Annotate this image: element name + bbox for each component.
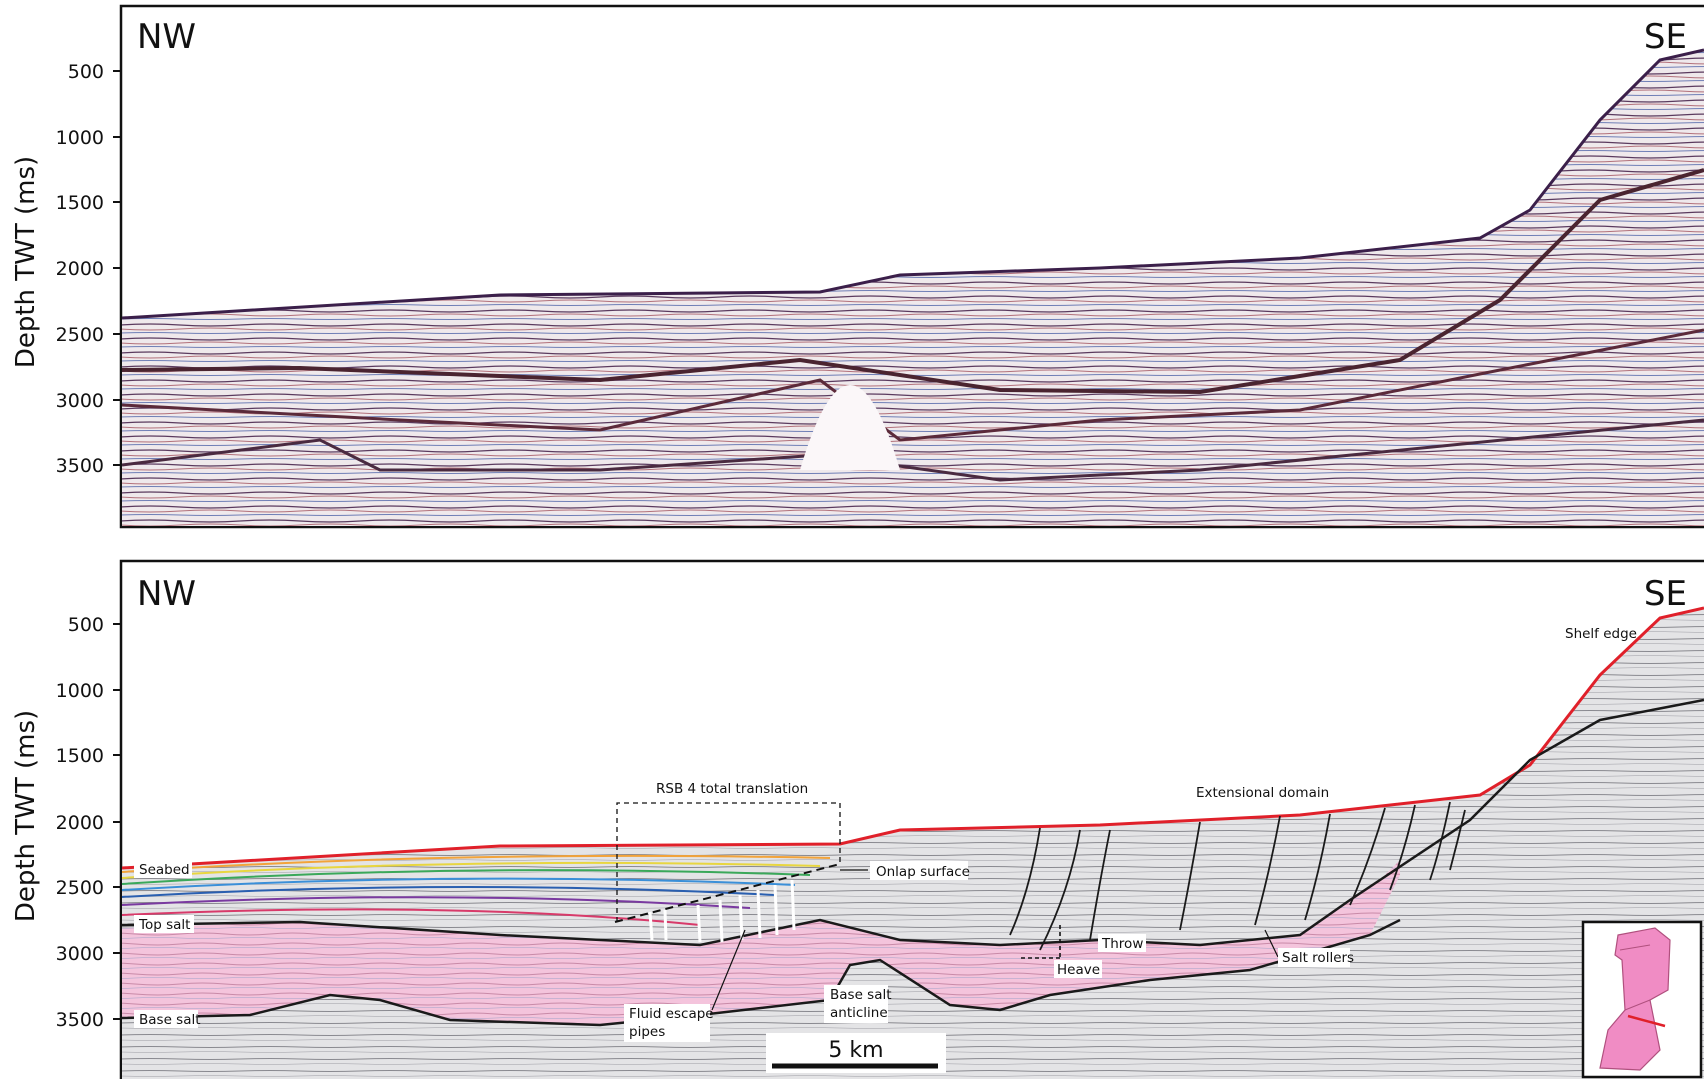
label-fluid-line1: Fluid escape xyxy=(629,1006,714,1022)
y-axis-ticks: 500 1000 1500 2000 2500 3000 3500 xyxy=(56,614,121,1031)
y-tick-label: 2000 xyxy=(56,812,104,834)
scale-bar-label: 5 km xyxy=(828,1038,883,1063)
y-tick-label: 2500 xyxy=(56,877,104,899)
label-top-salt: Top salt xyxy=(134,915,194,933)
label-onlap-text: Onlap surface xyxy=(876,864,970,880)
y-tick-label: 2500 xyxy=(56,324,104,346)
y-tick-label: 1000 xyxy=(56,680,104,702)
y-tick-label: 3500 xyxy=(56,455,104,477)
y-axis-title: Depth TWT (ms) xyxy=(11,156,41,368)
nw-label: NW xyxy=(137,17,196,57)
scale-bar: 5 km xyxy=(766,1033,946,1073)
y-tick-label: 500 xyxy=(68,614,104,636)
y-tick-label: 500 xyxy=(68,61,104,83)
y-tick-label: 2000 xyxy=(56,258,104,280)
se-label: SE xyxy=(1644,574,1687,614)
label-rsb4: RSB 4 total translation xyxy=(656,781,808,797)
label-fluid-line2: pipes xyxy=(629,1024,665,1040)
label-anticline-line2: anticline xyxy=(830,1005,888,1021)
label-base-salt-text: Base salt xyxy=(139,1012,201,1028)
label-onlap-surface: Onlap surface xyxy=(870,861,970,880)
label-heave-text: Heave xyxy=(1057,962,1100,978)
nw-label: NW xyxy=(137,574,196,614)
y-tick-label: 1500 xyxy=(56,192,104,214)
y-axis-title: Depth TWT (ms) xyxy=(11,710,41,922)
label-shelf-edge: Shelf edge xyxy=(1565,626,1637,642)
inset-location-map xyxy=(1583,922,1701,1077)
y-tick-label: 1500 xyxy=(56,745,104,767)
label-heave: Heave xyxy=(1054,960,1102,978)
label-salt-rollers: Salt rollers xyxy=(1278,948,1354,967)
label-extensional-domain: Extensional domain xyxy=(1196,785,1329,801)
label-base-salt: Base salt xyxy=(134,1010,201,1028)
se-label: SE xyxy=(1644,17,1687,57)
label-seabed: Seabed xyxy=(134,860,192,878)
panel-uninterpreted: NW SE Depth TWT (ms) 500 1000 1500 2000 … xyxy=(11,6,1704,527)
panel-interpreted: Seabed Top salt Base salt Shelf edge RSB… xyxy=(11,561,1704,1079)
label-top-salt-text: Top salt xyxy=(138,917,190,933)
y-axis-ticks: 500 1000 1500 2000 2500 3000 3500 xyxy=(56,61,121,477)
y-tick-label: 3000 xyxy=(56,943,104,965)
y-tick-label: 1000 xyxy=(56,127,104,149)
y-tick-label: 3500 xyxy=(56,1009,104,1031)
label-throw-text: Throw xyxy=(1101,936,1143,952)
label-seabed-text: Seabed xyxy=(139,862,190,878)
label-base-salt-anticline: Base salt anticline xyxy=(824,985,892,1023)
label-throw: Throw xyxy=(1098,934,1146,952)
y-tick-label: 3000 xyxy=(56,390,104,412)
label-fluid-escape-pipes: Fluid escape pipes xyxy=(624,1004,714,1042)
label-salt-rollers-text: Salt rollers xyxy=(1282,950,1354,966)
label-anticline-line1: Base salt xyxy=(830,987,892,1003)
